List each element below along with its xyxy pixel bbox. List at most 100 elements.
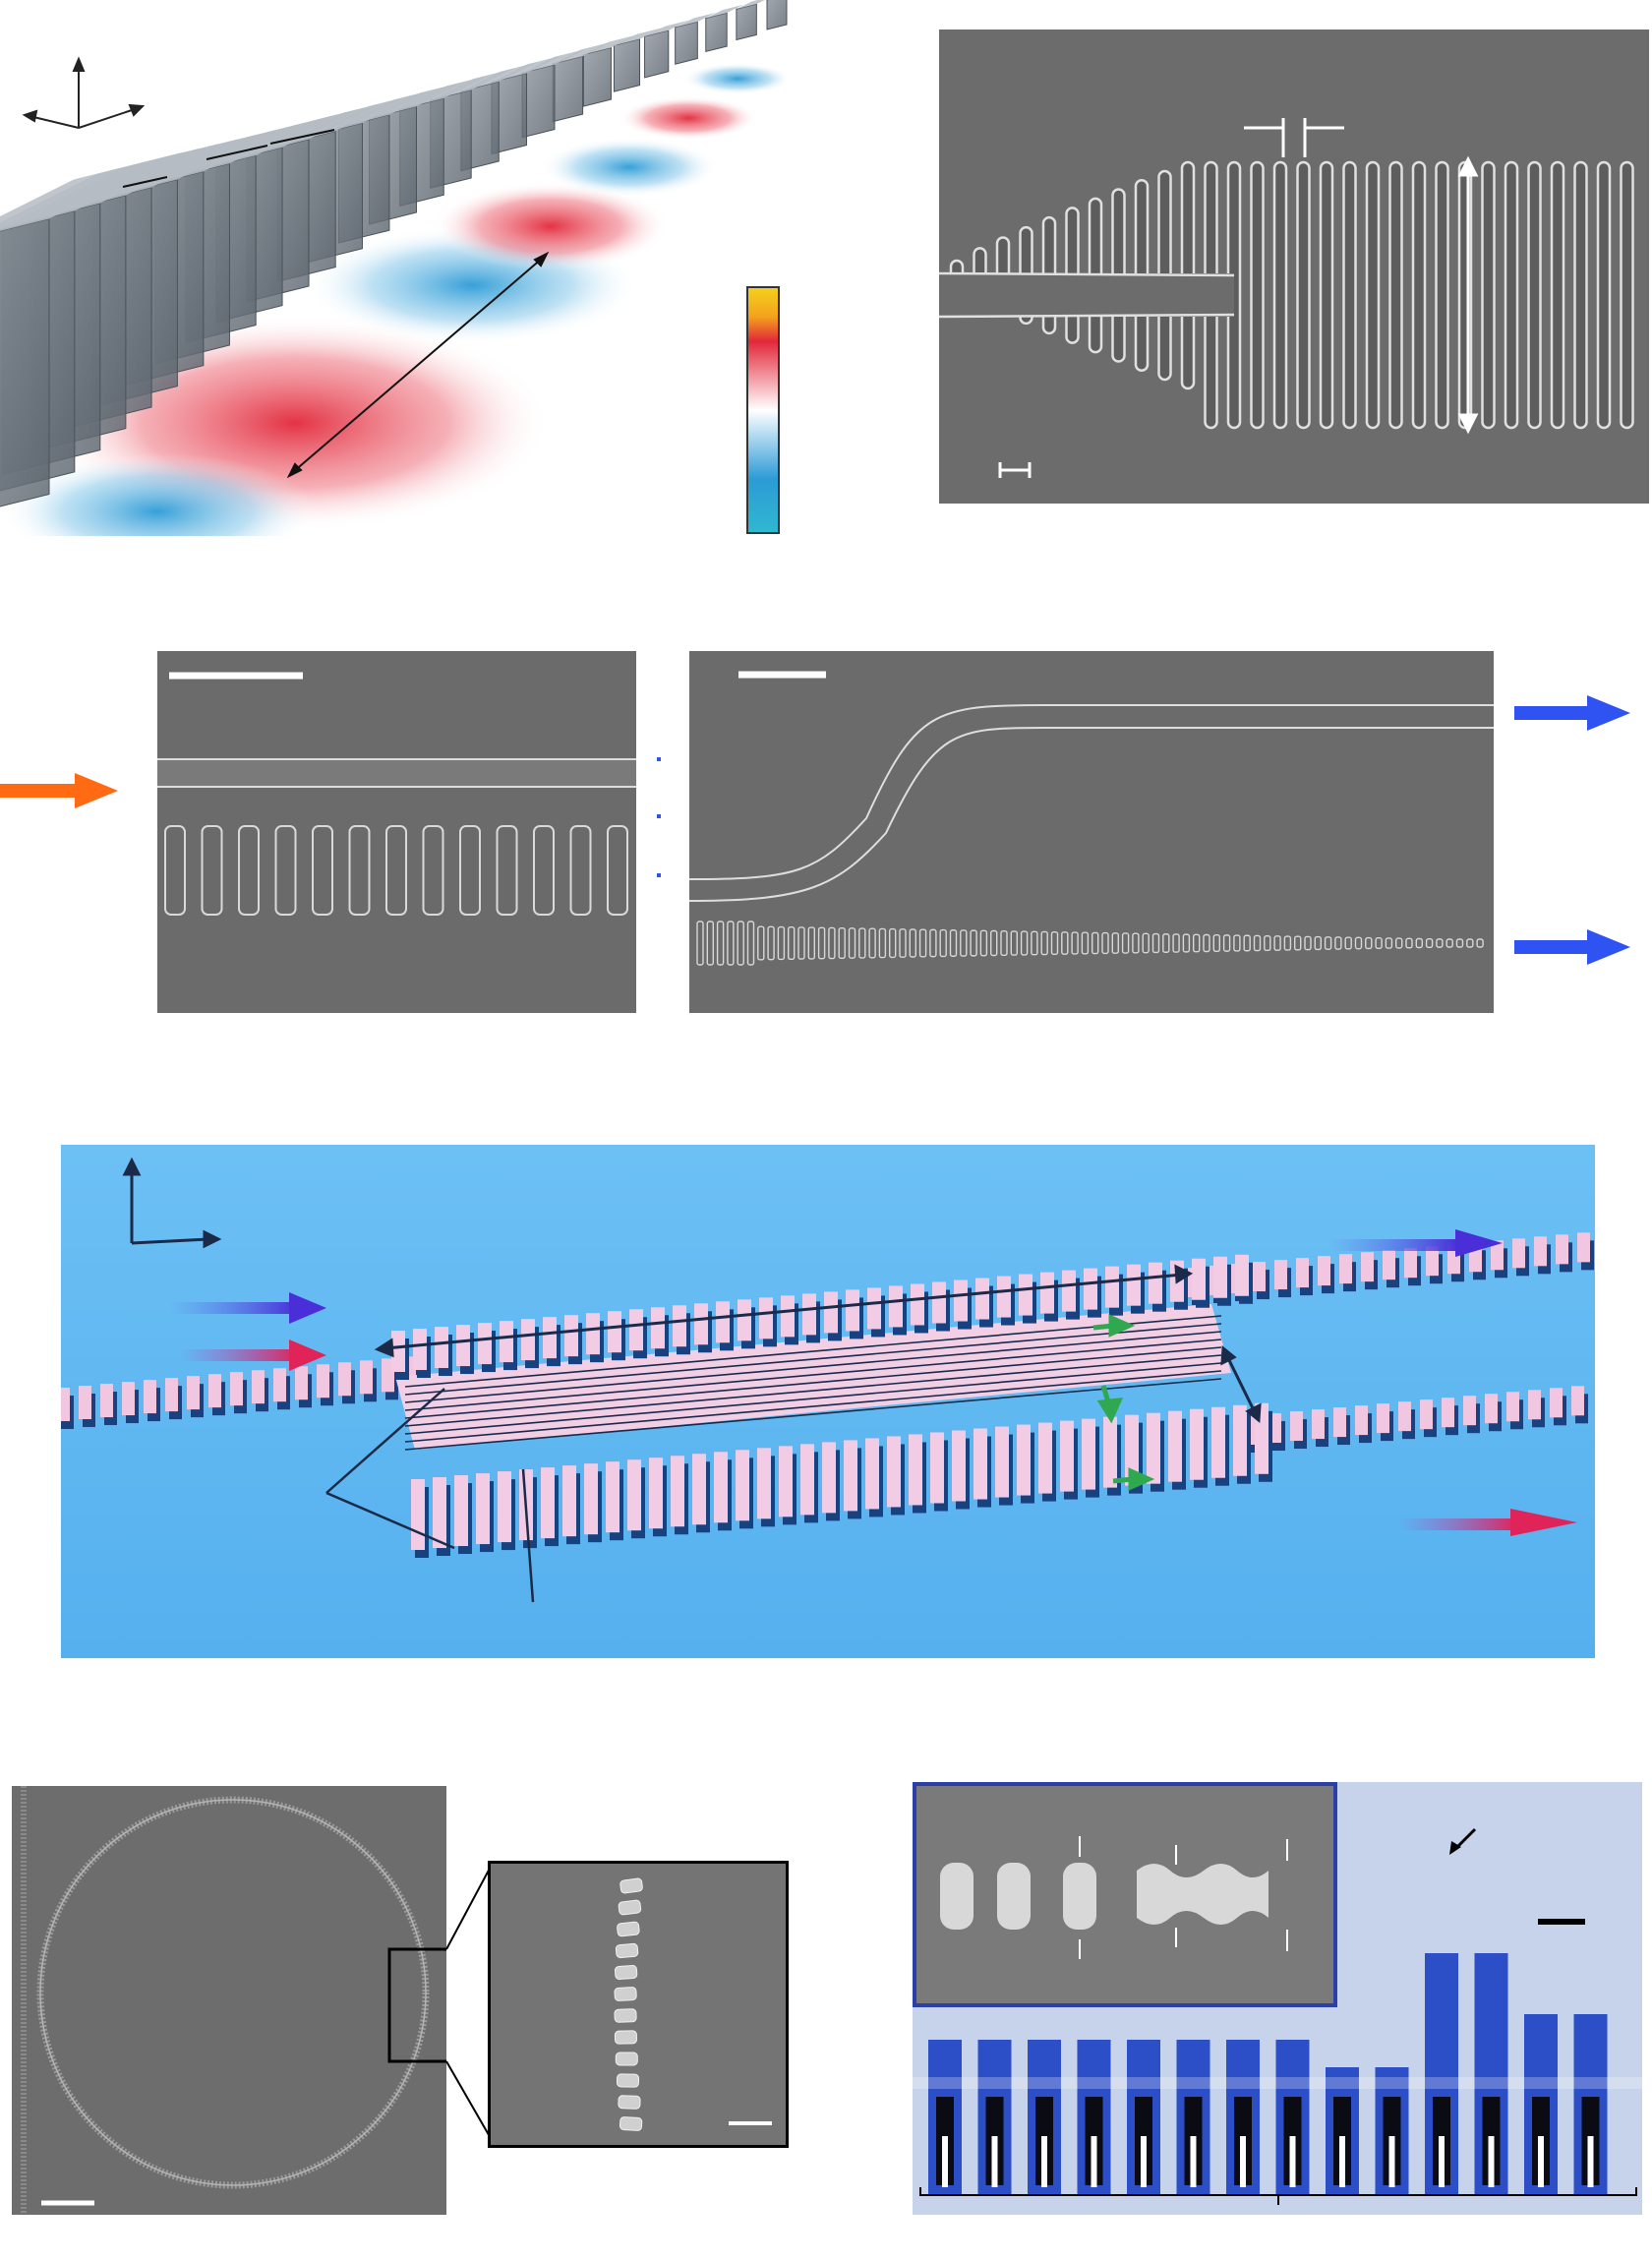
- segment: [954, 1279, 968, 1322]
- ring-segment: [617, 1921, 640, 1937]
- device-core: [1091, 2136, 1097, 2187]
- segment: [887, 1436, 901, 1508]
- coupler-tooth: [1283, 935, 1292, 951]
- coupler-tooth: [1264, 934, 1271, 952]
- segment: [338, 1362, 351, 1397]
- coupler-tooth: [888, 927, 897, 959]
- segment: [476, 1473, 490, 1545]
- coupler-tooth: [1446, 938, 1453, 948]
- taper-tooth: [1411, 160, 1427, 430]
- segment: [1512, 1238, 1525, 1269]
- taper-tooth: [1296, 160, 1311, 430]
- segment: [844, 1440, 857, 1512]
- coupler-tooth: [1233, 934, 1241, 952]
- coupler-tooth: [868, 927, 876, 959]
- taper-tooth: [1620, 160, 1634, 430]
- segment: [144, 1380, 156, 1414]
- segment: [1192, 1258, 1206, 1300]
- coupler-tooth: [1071, 931, 1079, 955]
- segment: [1274, 1260, 1287, 1290]
- segment: [1485, 1394, 1498, 1424]
- input-arrow-icon: [0, 773, 120, 808]
- segment: [627, 1459, 641, 1531]
- coupler-tooth: [727, 921, 735, 966]
- coupler-tooth: [1324, 936, 1332, 950]
- ring-segment: [615, 2052, 638, 2066]
- grating-bar-top: [614, 28, 663, 46]
- segment: [1426, 1246, 1439, 1277]
- coupler-tooth: [1151, 932, 1160, 954]
- ring-segment: [614, 1987, 637, 2001]
- segment: [79, 1386, 91, 1420]
- coupler-tooth: [807, 926, 816, 960]
- coupler-tooth: [817, 926, 826, 960]
- segment: [1528, 1390, 1541, 1420]
- device-core: [1289, 2136, 1296, 2187]
- sem-taper-image: [939, 30, 1649, 504]
- ring-segment: [616, 2073, 640, 2088]
- segment: [564, 1315, 578, 1357]
- coupler-tooth: [1010, 930, 1018, 956]
- taper-edge: [939, 271, 1235, 277]
- grating-tooth: [607, 825, 628, 916]
- grating-tooth: [164, 825, 186, 916]
- grating-bar-top: [736, 0, 765, 10]
- segment: [1127, 1264, 1141, 1306]
- coupler-tooth: [1212, 933, 1220, 953]
- coupler-tooth: [716, 921, 725, 966]
- segment: [584, 1463, 598, 1535]
- coupler-tooth: [1344, 936, 1352, 950]
- bracket: [919, 2187, 1637, 2205]
- coupler-tooth: [1375, 937, 1383, 949]
- segment: [995, 1426, 1009, 1498]
- segment: [1534, 1236, 1547, 1267]
- segment: [382, 1358, 394, 1393]
- grating-tooth: [459, 825, 481, 916]
- coupler-tooth: [1020, 930, 1029, 956]
- coupler-tooth: [909, 928, 917, 958]
- segment: [1040, 1272, 1054, 1314]
- segment: [1190, 1408, 1204, 1480]
- width-marker-arrow: [1457, 155, 1479, 435]
- ring-segment: [614, 2030, 638, 2045]
- segment: [694, 1303, 708, 1345]
- coupler-tooth: [1365, 936, 1373, 950]
- taper-spine: [939, 273, 1234, 317]
- device-core: [942, 2136, 948, 2187]
- segment: [1211, 1406, 1225, 1478]
- segment: [208, 1374, 221, 1408]
- taper-tooth: [1550, 160, 1565, 430]
- segment: [1550, 1388, 1563, 1418]
- coupler-tooth: [838, 926, 846, 960]
- segment: [606, 1461, 620, 1533]
- segment: [317, 1364, 329, 1398]
- grating-bar: [521, 64, 556, 139]
- grating-bar: [0, 217, 50, 507]
- segment: [521, 1319, 535, 1361]
- sem-device-array: [913, 1782, 1642, 2215]
- segment: [1253, 1262, 1266, 1292]
- segment: [822, 1442, 836, 1514]
- ring-segment: [619, 2116, 643, 2131]
- segment: [779, 1446, 793, 1517]
- segment: [649, 1458, 663, 1529]
- coupler-tooth: [1294, 935, 1302, 951]
- coupler-tooth: [696, 921, 704, 966]
- ring-segment: [614, 1965, 638, 1980]
- coupler-structure: [61, 1232, 1594, 1558]
- segment: [781, 1295, 795, 1338]
- output-arrow-bottom-icon: [1514, 929, 1632, 965]
- zoom-connector-lines: [446, 1864, 492, 2141]
- segment: [692, 1454, 706, 1525]
- coupler-tooth: [1354, 936, 1363, 950]
- coupler-tooth: [1203, 933, 1210, 953]
- grating-bar-top: [644, 20, 689, 37]
- coupler-tooth: [787, 926, 796, 960]
- period-marker-arrows: [1244, 118, 1344, 157]
- grating-bar: [736, 3, 757, 41]
- scale-bar-icon: [998, 462, 1032, 478]
- segment: [1105, 1266, 1119, 1308]
- coupler-tooth: [1182, 933, 1191, 953]
- grating-bar: [613, 38, 641, 92]
- coupler-tooth: [1050, 930, 1059, 956]
